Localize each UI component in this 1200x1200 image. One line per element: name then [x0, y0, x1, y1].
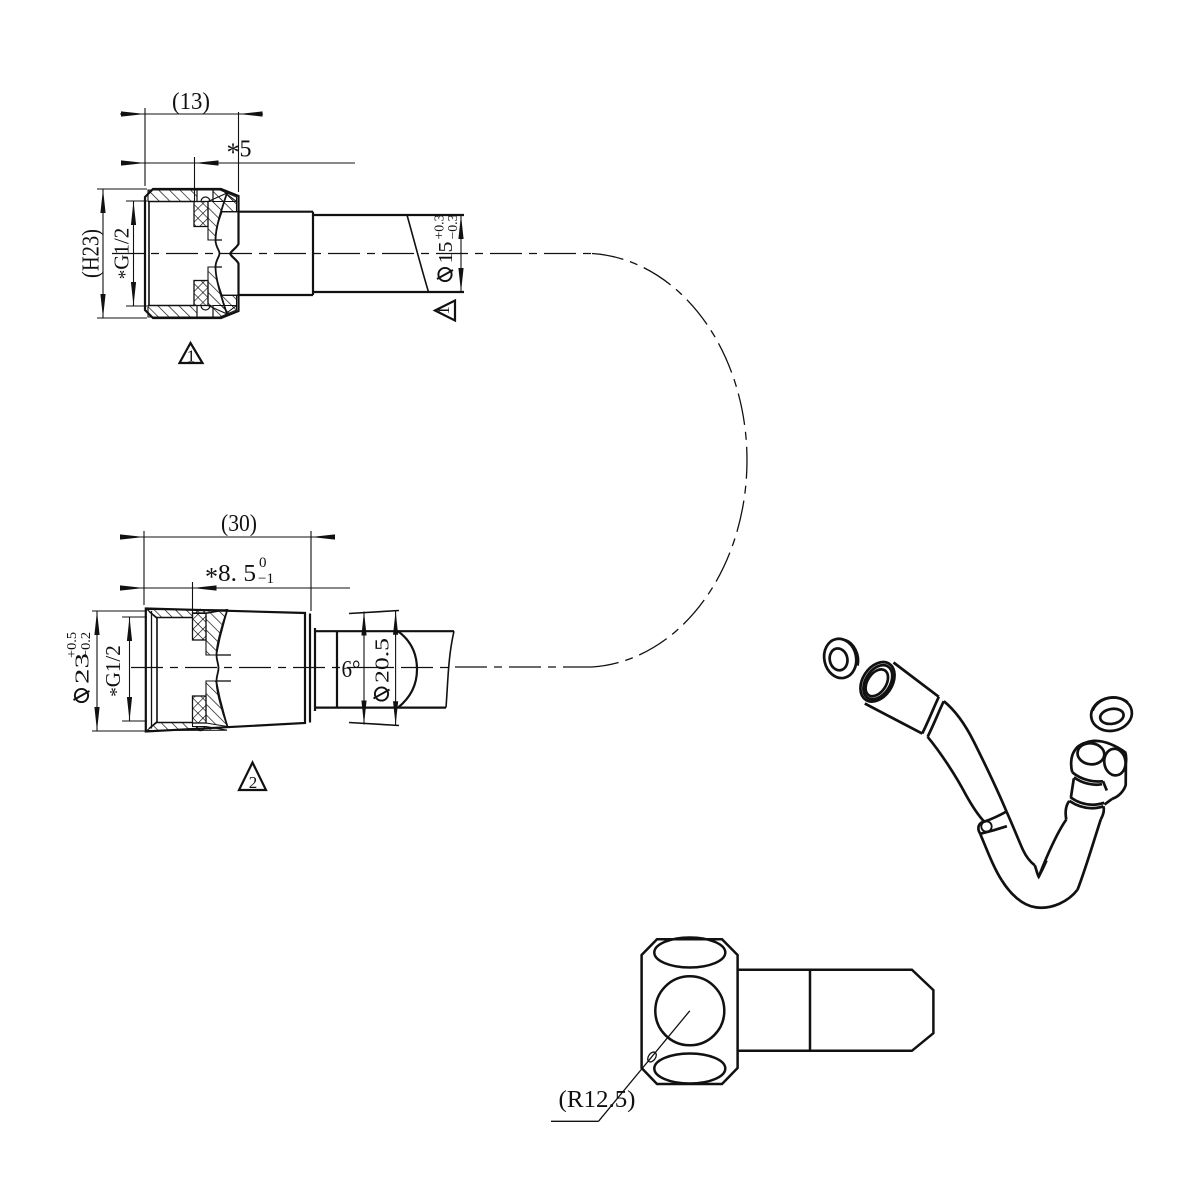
svg-text:2: 2: [249, 773, 258, 792]
svg-text:20.5: 20.5: [372, 638, 394, 683]
svg-text:−0.2: −0.2: [78, 632, 93, 658]
svg-text:*8. 5: *8. 5: [205, 561, 256, 592]
svg-text:(30): (30): [221, 511, 257, 537]
svg-text:6°: 6°: [342, 657, 361, 683]
svg-text:−1: −1: [258, 571, 274, 587]
svg-text:(H23): (H23): [79, 229, 105, 278]
svg-text:+0.5: +0.5: [64, 632, 79, 658]
svg-text:−0.3: −0.3: [445, 214, 460, 239]
svg-text:1: 1: [187, 347, 196, 366]
svg-text:*G1/2: *G1/2: [110, 228, 137, 280]
svg-text:1: 1: [434, 306, 453, 315]
svg-text:(R12.5): (R12.5): [559, 1087, 636, 1113]
svg-text:15: 15: [435, 242, 457, 264]
svg-text:*G1/2: *G1/2: [101, 645, 128, 697]
svg-text:(13): (13): [172, 89, 210, 115]
svg-text:+0.3: +0.3: [432, 214, 447, 239]
svg-text:23: 23: [72, 653, 94, 684]
svg-text:0: 0: [259, 555, 267, 571]
svg-text:*5: *5: [227, 137, 252, 168]
